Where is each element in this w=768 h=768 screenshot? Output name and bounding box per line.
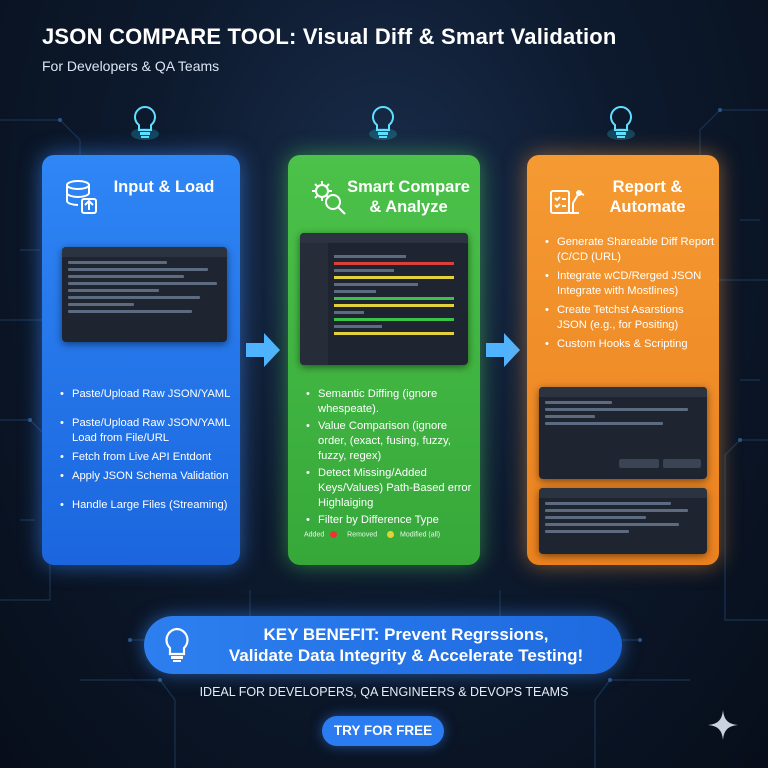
- list-item: Apply JSON Schema Validation: [60, 469, 235, 484]
- panel-title: Input & Load: [113, 178, 215, 196]
- lightbulb-icon: [131, 105, 159, 140]
- page-subtitle: For Developers & QA Teams: [42, 58, 220, 74]
- list-item: Handle Large Files (Streaming): [60, 498, 235, 513]
- panel-report-automate: Report & Automate Generate Shareable Dif…: [527, 155, 719, 565]
- gear-search-icon: [312, 181, 346, 215]
- panel-input-load: Input & Load Paste/Upload Raw JSON/YAML …: [42, 155, 240, 565]
- list-item: Detect Missing/Added Keys/Values) Path-B…: [306, 466, 474, 511]
- legend-removed: Removed: [347, 531, 378, 539]
- arrow-right-icon: [246, 333, 280, 367]
- bullet-list: Paste/Upload Raw JSON/YAML Paste/Upload …: [60, 387, 235, 513]
- list-item: Semantic Diffing (ignore whespeate).: [306, 387, 474, 417]
- panel-title: Report & Automate: [609, 178, 686, 216]
- list-item: Create Tetchst Asarstions JSON (e.g., fo…: [545, 303, 715, 333]
- try-for-free-button[interactable]: TRY FOR FREE: [322, 716, 444, 746]
- bullet-list: Generate Shareable Diff Report (C/CD (UR…: [545, 235, 715, 352]
- list-item: Integrate wCD/Rerged JSON Integrate with…: [545, 269, 715, 299]
- list-item: Value Comparison (ignore order, (exact, …: [306, 419, 474, 464]
- audience-text: IDEAL FOR DEVELOPERS, QA ENGINEERS & DEV…: [199, 685, 569, 699]
- list-item: Paste/Upload Raw JSON/YAML Load from Fil…: [60, 416, 235, 446]
- benefit-line-2: Validate Data Integrity & Accelerate Tes…: [228, 646, 584, 665]
- list-item: Filter by Difference Type: [306, 513, 474, 528]
- diff-legend: Added Removed Modified (all): [304, 531, 440, 538]
- list-item: Generate Shareable Diff Report (C/CD (UR…: [545, 235, 715, 265]
- page-title: JSON COMPARE TOOL: Visual Diff & Smart V…: [42, 24, 617, 49]
- report-screenshot: [539, 387, 707, 479]
- lightbulb-icon: [369, 105, 397, 140]
- lightbulb-icon: [607, 105, 635, 140]
- list-item: Fetch from Live API Entdont: [60, 450, 235, 465]
- list-item: Paste/Upload Raw JSON/YAML: [60, 387, 235, 402]
- arrow-right-icon: [486, 333, 520, 367]
- benefit-line-1: KEY BENEFIT: Prevent Regrssions,: [263, 625, 549, 644]
- code-screenshot: [539, 488, 707, 554]
- list-item: Custom Hooks & Scripting: [545, 337, 715, 352]
- bullet-list: Semantic Diffing (ignore whespeate). Val…: [306, 387, 474, 528]
- legend-modified: Modified (all): [400, 531, 441, 539]
- diff-screenshot: [300, 233, 468, 365]
- sparkle-icon: [708, 710, 738, 740]
- removed-dot-icon: [330, 531, 338, 538]
- editor-screenshot: [62, 247, 227, 342]
- database-upload-icon: [66, 180, 97, 214]
- panel-title: Smart Compare & Analyze: [347, 178, 470, 216]
- panel-compare-analyze: Smart Compare & Analyze Semantic Diffing…: [288, 155, 480, 565]
- lightbulb-icon: [165, 627, 189, 662]
- key-benefit-banner: KEY BENEFIT: Prevent Regrssions, Validat…: [144, 616, 622, 674]
- legend-added: Added: [304, 531, 325, 539]
- robot-arm-checklist-icon: [550, 190, 585, 214]
- modified-dot-icon: [387, 531, 395, 538]
